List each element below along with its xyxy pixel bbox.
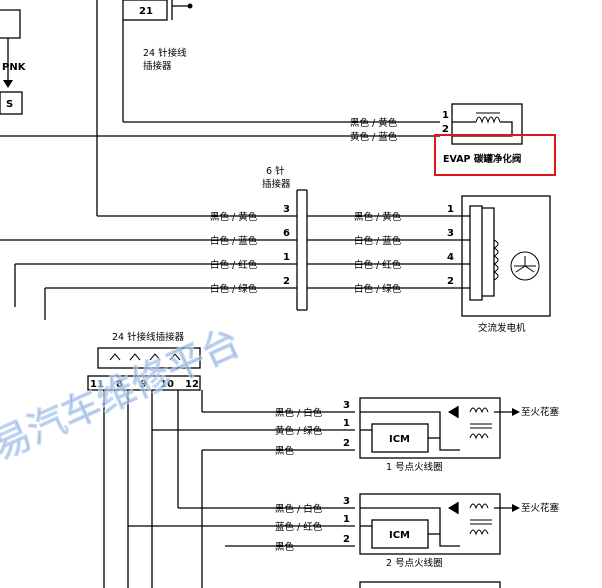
gen-left-pin-2: 6 xyxy=(283,228,290,239)
gen-right-pin-2: 3 xyxy=(447,228,454,239)
connector-24-top-title-1: 24 针接线 xyxy=(143,47,187,59)
connector-24-mid-pin-3: 9 xyxy=(140,379,147,390)
gen-left-pin-3: 1 xyxy=(283,252,290,263)
gen-left-wire-2-label: 白色 / 蓝色 xyxy=(210,235,258,247)
gen-right-pin-4: 2 xyxy=(447,276,454,287)
pnk-wire-label: PNK xyxy=(2,62,27,73)
coil2-wire-2-label: 蓝色 / 红色 xyxy=(275,521,323,533)
coil2-output-label: 至火花塞 xyxy=(521,502,560,514)
generator-label: 交流发电机 xyxy=(478,322,526,334)
connector-24-mid-pin-4: 10 xyxy=(160,379,174,390)
coil2-pin-3: 2 xyxy=(343,534,350,545)
generator-box xyxy=(461,195,551,317)
gen-left-wire-1-label: 黑色 / 黄色 xyxy=(210,211,258,223)
connector-24-mid-pin-5: 12 xyxy=(185,379,199,390)
gen-left-pin-1: 3 xyxy=(283,204,290,215)
coil1-wire-1-label: 黑色 / 白色 xyxy=(275,407,323,419)
coil2-wire-1-label: 黑色 / 白色 xyxy=(275,503,323,515)
coil2-label: 2 号点火线圈 xyxy=(386,557,443,569)
generator-wiring: 黑色 / 黄色 白色 / 蓝色 白色 / 红色 白色 / 绿色 3 6 1 2 … xyxy=(0,195,551,334)
coil1-output-label: 至火花塞 xyxy=(521,406,560,418)
ignition-coil-2: 黑色 / 白色 蓝色 / 红色 黑色 3 1 2 ICM 至火花塞 2 号点火线… xyxy=(128,493,560,588)
connector-24-top: 21 24 针接线 插接器 xyxy=(96,0,193,216)
connector-6: 6 针 插接器 xyxy=(262,165,308,311)
top-left-fragment: PNK S xyxy=(0,9,27,115)
coil1-label: 1 号点火线圈 xyxy=(386,461,443,473)
coil2-pin-2: 1 xyxy=(343,514,350,525)
coil1-wire-2-label: 黄色 / 绿色 xyxy=(275,425,323,437)
s-box xyxy=(0,91,23,115)
connector-24-top-pin: 21 xyxy=(139,6,153,17)
evap-wire-2-label: 黄色 / 蓝色 xyxy=(350,131,398,143)
coil1-icm-label: ICM xyxy=(389,434,410,445)
evap-wire-1-label: 黑色 / 黄色 xyxy=(350,117,398,129)
gen-right-pin-3: 4 xyxy=(447,252,454,263)
coil1-pin-2: 1 xyxy=(343,418,350,429)
gen-right-wire-4-label: 白色 / 绿色 xyxy=(354,283,402,295)
gen-right-wire-2-label: 白色 / 蓝色 xyxy=(354,235,402,247)
evap-pin-2: 2 xyxy=(442,124,449,135)
coil2-pin-1: 3 xyxy=(343,496,350,507)
gen-left-wire-3-label: 白色 / 红色 xyxy=(210,259,258,271)
gen-right-wire-1-label: 黑色 / 黄色 xyxy=(354,211,402,223)
evap-pin-1: 1 xyxy=(442,110,449,121)
ignition-coil-1: 黑色 / 白色 黄色 / 绿色 黑色 3 1 2 ICM 至火花塞 1 号点火线… xyxy=(152,397,560,588)
coil1-pin-3: 2 xyxy=(343,438,350,449)
connector-24-top-title-2: 插接器 xyxy=(143,60,172,72)
coil1-pin-1: 3 xyxy=(343,400,350,411)
connector-24-mid: 24 针接线插接器 11 8 9 10 12 xyxy=(87,331,203,588)
s-box-label: S xyxy=(6,99,13,110)
connector-24-mid-pin-2: 8 xyxy=(116,379,123,390)
connector-6-title-1: 6 针 xyxy=(266,165,285,177)
evap-valve: 黑色 / 黄色 黄色 / 蓝色 1 2 EVAP 碳罐净化阀 xyxy=(0,103,556,176)
connector-6-title-2: 插接器 xyxy=(262,178,291,190)
connector-24-mid-pin-1: 11 xyxy=(90,379,104,390)
connector-24-mid-title: 24 针接线插接器 xyxy=(112,331,185,343)
evap-label: EVAP 碳罐净化阀 xyxy=(443,153,521,165)
gen-right-pin-1: 1 xyxy=(447,204,454,215)
evap-highlight-box xyxy=(434,134,556,176)
coil2-wire-3-label: 黑色 xyxy=(275,541,295,553)
gen-left-pin-4: 2 xyxy=(283,276,290,287)
gen-left-wire-4-label: 白色 / 绿色 xyxy=(210,283,258,295)
gen-right-wire-3-label: 白色 / 红色 xyxy=(354,259,402,271)
coil1-wire-3-label: 黑色 xyxy=(275,445,295,457)
coil2-icm-label: ICM xyxy=(389,530,410,541)
